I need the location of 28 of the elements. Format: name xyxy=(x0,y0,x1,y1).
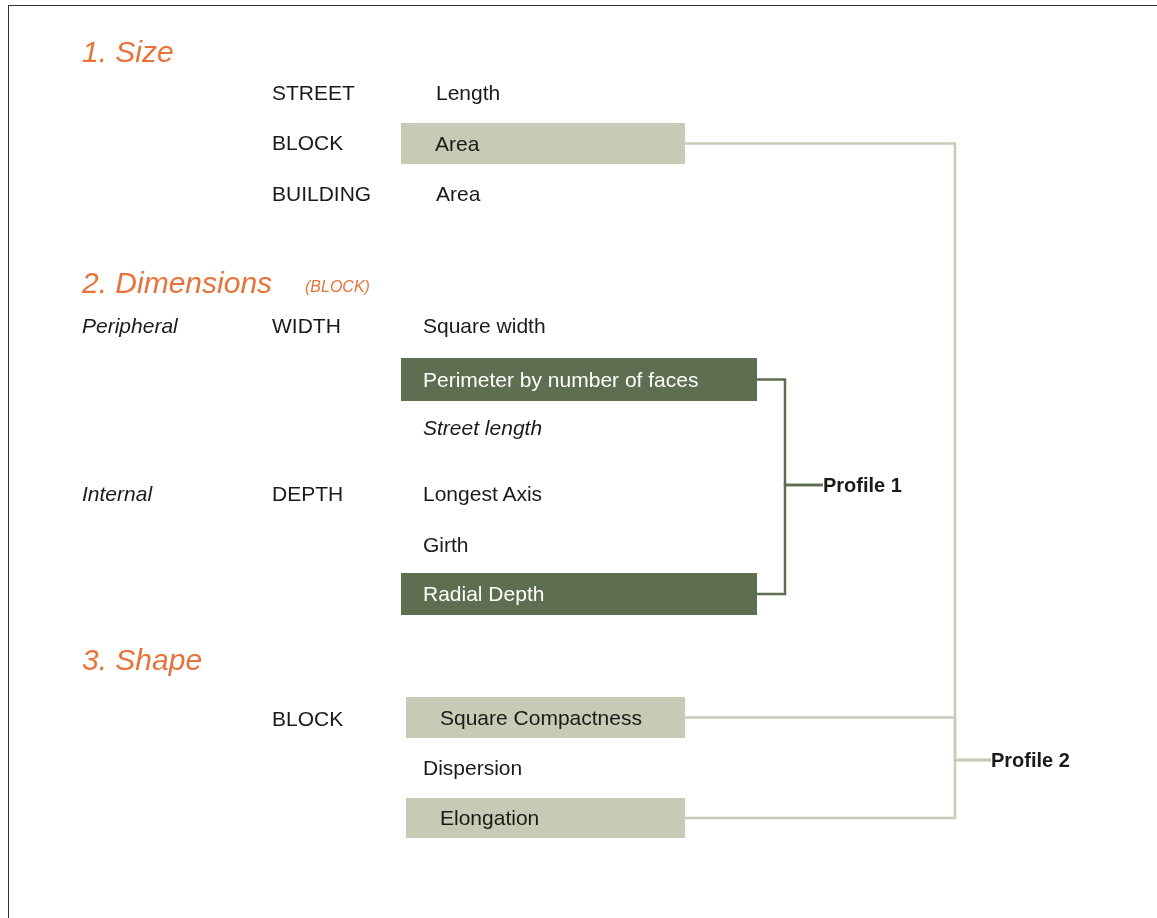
highlight-box: Area xyxy=(401,123,685,164)
row-label: STREET xyxy=(272,80,355,106)
profile-label: Profile 1 xyxy=(823,472,927,498)
row-label: Peripheral xyxy=(82,313,178,339)
highlight-box: Square Compactness xyxy=(406,697,685,738)
row-label: Internal xyxy=(82,481,153,507)
row-label: Dispersion xyxy=(423,755,523,781)
row-label: Length xyxy=(436,80,501,106)
row-label: Area xyxy=(436,181,481,207)
profile-label: Profile 2 xyxy=(991,747,1095,773)
row-label: BLOCK xyxy=(272,706,344,732)
row-label: Longest Axis xyxy=(423,481,543,507)
heading-note: (BLOCK) xyxy=(305,277,370,297)
connector-line xyxy=(757,483,823,596)
row-label: DEPTH xyxy=(272,481,344,507)
row-label: WIDTH xyxy=(272,313,341,339)
row-label: BLOCK xyxy=(272,130,344,156)
highlight-box: Elongation xyxy=(406,798,685,838)
section-heading: 3. Shape xyxy=(82,642,203,678)
section-heading: 1. Size xyxy=(82,34,174,70)
section-heading: 2. Dimensions xyxy=(82,265,273,301)
highlight-box: Radial Depth xyxy=(401,573,757,615)
row-label: Girth xyxy=(423,532,469,558)
row-label: Street length xyxy=(423,415,543,441)
highlight-box: Perimeter by number of faces xyxy=(401,358,757,401)
row-label: Square width xyxy=(423,313,546,339)
row-label: BUILDING xyxy=(272,181,372,207)
connector-line xyxy=(685,758,991,820)
